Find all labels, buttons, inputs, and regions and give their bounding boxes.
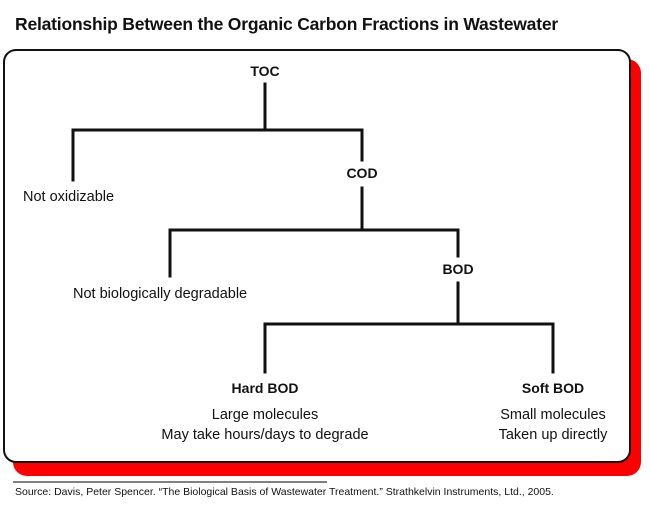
hard-bod-line-2: May take hours/days to degrade [161, 427, 369, 443]
node-bod: BOD [442, 261, 474, 277]
node-soft-bod: Soft BOD [521, 380, 585, 396]
diagram-box [3, 49, 631, 463]
leaf-not-biologically-degradable: Not biologically degradable [73, 286, 248, 302]
soft-bod-line-2: Taken up directly [498, 427, 608, 443]
leaf-not-oxidizable: Not oxidizable [23, 189, 115, 205]
node-cod: COD [346, 165, 378, 181]
hard-bod-description: Large molecules May take hours/days to d… [161, 405, 368, 445]
source-citation: Source: Davis, Peter Spencer. “The Biolo… [15, 486, 554, 498]
soft-bod-line-1: Small molecules [500, 407, 606, 423]
source-divider [13, 481, 327, 483]
hard-bod-line-1: Large molecules [211, 407, 319, 423]
soft-bod-description: Small molecules Taken up directly [499, 405, 608, 445]
node-toc: TOC [250, 63, 280, 79]
diagram-title: Relationship Between the Organic Carbon … [15, 14, 558, 34]
node-hard-bod: Hard BOD [231, 380, 299, 396]
